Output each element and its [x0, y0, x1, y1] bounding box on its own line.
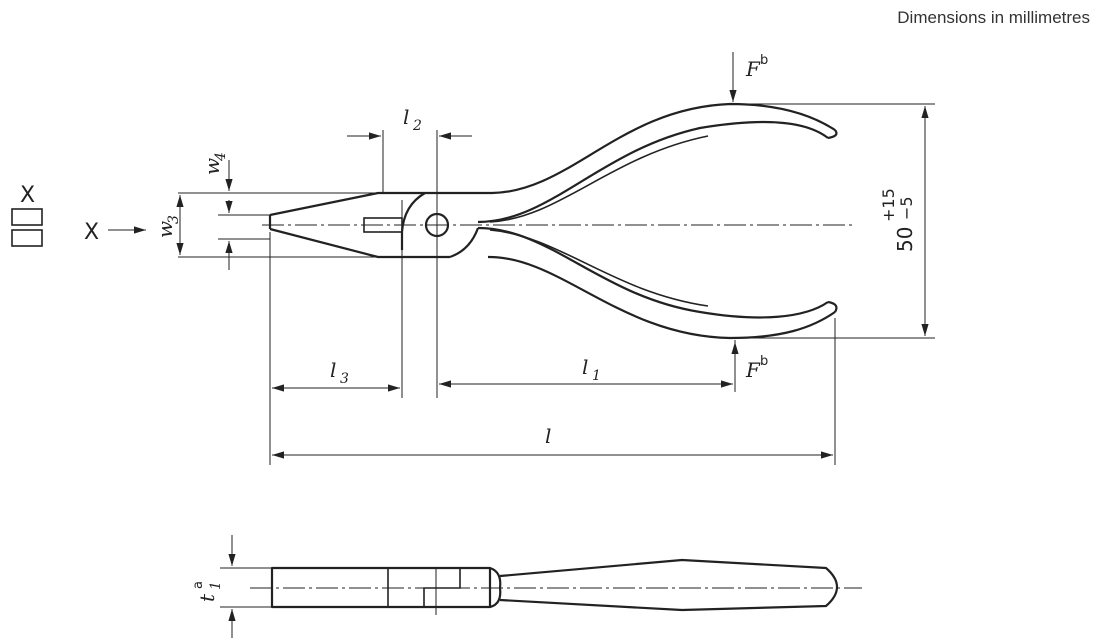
dim-l2-sub: 2 [412, 118, 422, 134]
extension-lines [178, 103, 935, 465]
dimension-w4: w 4 [200, 152, 233, 213]
view-symbol-letter: X [20, 183, 35, 208]
force-bottom: F b [731, 342, 768, 390]
dimension-w3: w 3 [153, 195, 233, 270]
force-top: F b [729, 52, 768, 102]
dimensions-heading: Dimensions in millimetres [897, 8, 1090, 27]
dim-l1-letter: l [582, 355, 588, 379]
force-bottom-note: b [760, 354, 768, 369]
dimension-t1: t 1 a [191, 535, 272, 638]
dimension-l1: l 1 [439, 355, 733, 388]
view-arrow-letter: X [84, 220, 99, 245]
dim-t1-sub: 1 [208, 581, 224, 590]
dimension-opening: 50 +15 −5 [879, 106, 929, 336]
dim-l1-sub: 1 [592, 368, 601, 384]
force-top-note: b [760, 53, 768, 68]
dim-w3-sub: 3 [166, 215, 182, 224]
dim-l3-letter: l [330, 358, 336, 382]
opening-nominal: 50 [893, 227, 917, 252]
force-top-letter: F [745, 57, 761, 81]
view-symbol: X [11, 183, 43, 247]
dimension-l2: l 2 [347, 105, 472, 140]
opening-lower-tol: −5 [897, 196, 916, 220]
dim-w3-letter: w [153, 221, 177, 238]
force-bottom-letter: F [745, 358, 761, 382]
view-arrow: X [84, 220, 146, 245]
dimension-l3: l 3 [272, 358, 400, 392]
opening-upper-tol: +15 [879, 188, 898, 222]
pliers-outline [268, 102, 838, 340]
dim-l2-letter: l [403, 105, 409, 129]
dim-w4-sub: 4 [213, 152, 229, 162]
dim-w4-letter: w [200, 158, 224, 175]
dimension-l: l [272, 424, 833, 459]
dim-t1-letter: t [195, 593, 219, 602]
dim-l3-sub: 3 [340, 371, 349, 387]
side-view [250, 558, 862, 615]
dim-t1-note: a [191, 581, 206, 589]
dim-l-label: l [545, 424, 551, 448]
